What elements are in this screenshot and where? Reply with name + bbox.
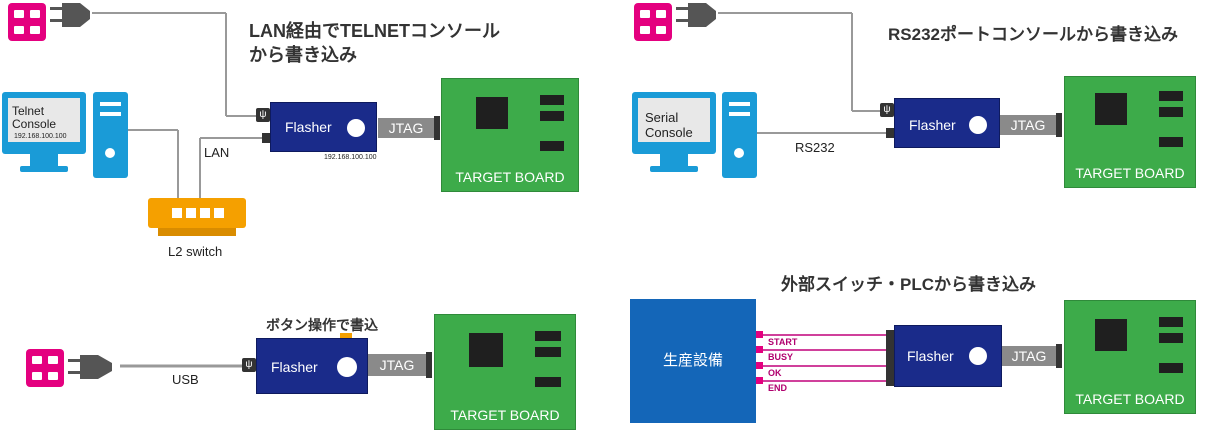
- jtag-connector: [1056, 113, 1062, 137]
- usb-plug-icon: [68, 355, 112, 379]
- power-outlet-icon: [8, 3, 46, 41]
- production-equipment: 生産設備: [630, 299, 756, 423]
- power-outlet-icon: [634, 3, 672, 41]
- signal-label-end: END: [768, 383, 788, 393]
- telnet-pc-monitor: [2, 92, 86, 154]
- signal-pin: [756, 377, 763, 384]
- power-plug-icon: [50, 3, 90, 27]
- telnet-title-line1: LAN経由でTELNETコンソール: [249, 21, 500, 41]
- target-board-label: TARGET BOARD: [455, 169, 565, 185]
- target-board-label: TARGET BOARD: [1075, 391, 1185, 407]
- memory-chip-icon: [540, 95, 564, 105]
- flasher-device: Flasher: [894, 325, 1002, 387]
- serial-console-label-1: Serial: [645, 110, 679, 125]
- memory-chip-icon: [1159, 107, 1183, 117]
- io-connector: [886, 330, 894, 386]
- telnet-console-screen: [8, 98, 80, 142]
- serial-port: [886, 128, 894, 138]
- target-board: TARGET BOARD: [1064, 76, 1196, 188]
- signal-pin: [756, 362, 763, 369]
- l2-switch-label: L2 switch: [168, 244, 223, 259]
- power-outlet-icon: [26, 349, 64, 387]
- monitor-stand: [660, 154, 688, 166]
- telnet-console-ip: 192.168.100.100: [14, 133, 67, 140]
- memory-chip-icon: [535, 377, 561, 387]
- flasher-led: [969, 347, 987, 365]
- flasher-device: Flasher: [270, 102, 377, 152]
- monitor-base: [650, 166, 698, 172]
- jtag-cable: JTAG: [1000, 115, 1056, 135]
- telnet-title-line2: から書き込み: [249, 45, 357, 65]
- rs232-label: RS232: [795, 140, 835, 155]
- usb-port-icon: ψ: [880, 103, 894, 117]
- jtag-connector: [434, 116, 440, 140]
- signal-label-busy: BUSY: [768, 352, 794, 362]
- jtag-cable: JTAG: [1002, 346, 1056, 366]
- l2-switch-icon: [148, 198, 246, 228]
- plc-title: 外部スイッチ・PLCから書き込み: [781, 275, 1036, 294]
- cpu-chip-icon: [469, 333, 503, 367]
- jtag-cable: JTAG: [378, 118, 434, 138]
- memory-chip-icon: [535, 331, 561, 341]
- signal-label-start: START: [768, 337, 798, 347]
- usb-port-icon: ψ: [242, 358, 256, 372]
- target-board: TARGET BOARD: [1064, 300, 1196, 414]
- usb-label: USB: [172, 372, 199, 387]
- cpu-chip-icon: [1095, 319, 1127, 351]
- memory-chip-icon: [535, 347, 561, 357]
- serial-pc-monitor: [632, 92, 716, 154]
- monitor-base: [20, 166, 68, 172]
- telnet-console-label-2: Console: [12, 117, 57, 131]
- serial-console-label-2: Console: [645, 125, 693, 140]
- monitor-stand: [30, 154, 58, 166]
- memory-chip-icon: [540, 141, 564, 151]
- flasher-led: [969, 116, 987, 134]
- memory-chip-icon: [1159, 363, 1183, 373]
- l2-switch-base: [158, 228, 236, 236]
- flasher-ip: 192.168.100.100: [324, 154, 377, 161]
- memory-chip-icon: [1159, 91, 1183, 101]
- flasher-led: [347, 119, 365, 137]
- lan-port: [262, 133, 270, 143]
- memory-chip-icon: [1159, 333, 1183, 343]
- telnet-console-label-1: Telnet: [12, 104, 45, 118]
- button-title: ボタン操作で書込: [266, 317, 378, 333]
- serial-console-screen: [638, 98, 710, 142]
- power-plug-icon: [676, 3, 716, 27]
- cpu-chip-icon: [1095, 93, 1127, 125]
- serial-pc-tower: [722, 92, 757, 178]
- flasher-device: Flasher: [256, 338, 368, 394]
- lan-label: LAN: [204, 145, 230, 160]
- memory-chip-icon: [540, 111, 564, 121]
- flasher-device: Flasher: [894, 98, 1000, 148]
- jtag-connector: [426, 352, 432, 378]
- signal-label-ok: OK: [768, 368, 782, 378]
- flasher-label: Flasher: [285, 119, 332, 135]
- memory-chip-icon: [1159, 317, 1183, 327]
- flasher-label: Flasher: [271, 359, 318, 375]
- signal-pin: [756, 331, 763, 338]
- target-board: TARGET BOARD: [441, 78, 579, 192]
- flasher-label: Flasher: [907, 348, 954, 364]
- signal-pin: [756, 346, 763, 353]
- usb-port-icon: ψ: [256, 108, 270, 122]
- flasher-label: Flasher: [909, 117, 956, 133]
- jtag-cable: JTAG: [368, 354, 426, 376]
- write-button[interactable]: [337, 357, 357, 377]
- cpu-chip-icon: [476, 97, 508, 129]
- rs232-title: RS232ポートコンソールから書き込み: [888, 25, 1178, 44]
- target-board-label: TARGET BOARD: [450, 407, 560, 423]
- telnet-pc-tower: [93, 92, 128, 178]
- target-board-label: TARGET BOARD: [1075, 165, 1185, 181]
- jtag-connector: [1056, 344, 1062, 368]
- target-board: TARGET BOARD: [434, 314, 576, 430]
- memory-chip-icon: [1159, 137, 1183, 147]
